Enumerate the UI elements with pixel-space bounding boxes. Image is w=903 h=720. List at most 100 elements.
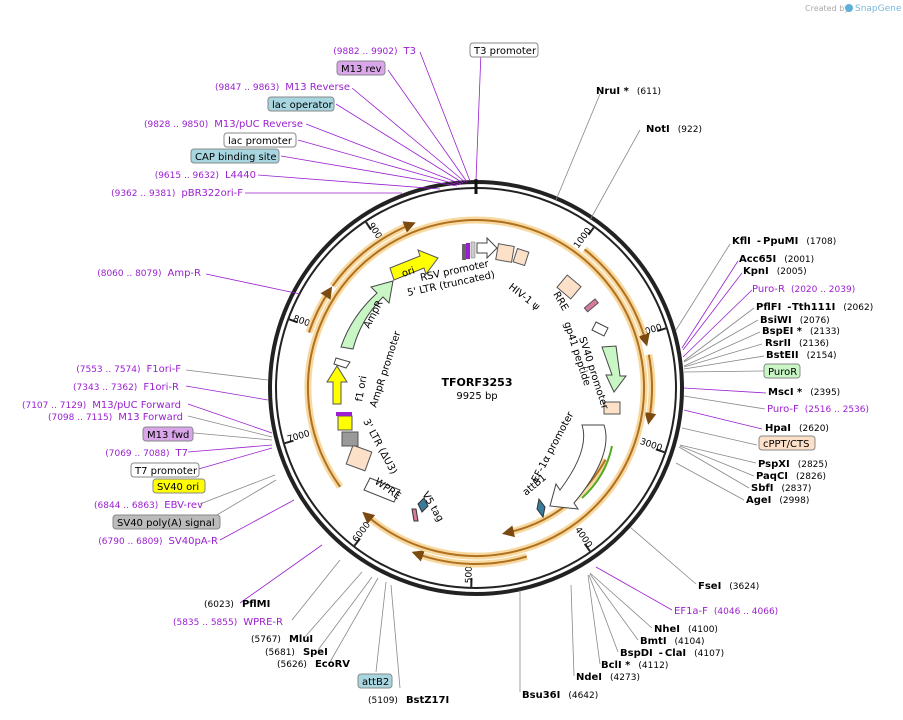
- primer-wpre-r[interactable]: (5835 .. 5855)WPRE-R: [173, 617, 283, 628]
- leader-line-38: [391, 585, 400, 688]
- primer-puro-f[interactable]: Puro-F(2516 .. 2536): [767, 404, 869, 415]
- m13-fwd-marks: [336, 412, 352, 416]
- cap-site-label[interactable]: CAP binding site: [195, 152, 277, 163]
- site-bsu36i[interactable]: Bsu36I(4642): [522, 690, 598, 701]
- tick-label-7000: 7000: [286, 429, 311, 445]
- leader-line-12: [676, 244, 730, 330]
- site-nrui[interactable]: NruI *(611): [596, 86, 661, 97]
- leader-line-2: [388, 70, 467, 182]
- lac-promoter-label[interactable]: lac promoter: [228, 136, 293, 147]
- puror-label[interactable]: PuroR: [768, 367, 797, 378]
- leader-line-40: [330, 578, 378, 662]
- site-paqci[interactable]: PaqCI(2826): [756, 471, 826, 482]
- primer-f1ori-f[interactable]: (7553 .. 7574)F1ori-F: [76, 364, 181, 375]
- site-kpni[interactable]: KpnI(2005): [743, 266, 807, 277]
- leader-line-48: [195, 448, 272, 470]
- primer-m13-forward[interactable]: (7098 .. 7115)M13 Forward: [48, 412, 183, 423]
- leader-line-4: [336, 104, 463, 183]
- site-agei[interactable]: AgeI(2998): [746, 495, 809, 506]
- cppt-label[interactable]: cPPT/CTS: [763, 439, 809, 450]
- leader-line-23: [684, 396, 765, 409]
- site-bcli[interactable]: BclI *(4112): [601, 660, 668, 671]
- leader-line-50: [183, 432, 272, 440]
- puror-arrow: [602, 346, 626, 392]
- site-nhei[interactable]: NheI(4100): [654, 624, 718, 635]
- snapgene-logo-icon: [845, 4, 853, 12]
- site-bsiwi[interactable]: BsiWI(2076): [760, 315, 830, 326]
- primer-l4440[interactable]: (9615 .. 9632)L4440: [155, 170, 256, 181]
- site-spei[interactable]: (5681)SpeI: [265, 647, 328, 658]
- site-noti[interactable]: NotI(922): [646, 124, 702, 135]
- primer-puro-r[interactable]: Puro-R(2020 .. 2039): [752, 284, 855, 295]
- site-kfli-ppumi[interactable]: KflI-PpuMI(1708): [732, 236, 836, 247]
- primer-ef1a-f[interactable]: EF1a-F(4046 .. 4066): [674, 606, 778, 617]
- hiv-psi-label: HIV-1 ψ: [506, 282, 542, 313]
- leader-line-21: [684, 371, 764, 372]
- tick-label-6000: 6000: [351, 520, 373, 544]
- t7-promoter-label[interactable]: T7 promoter: [134, 466, 198, 477]
- site-bspei[interactable]: BspEI *(2133): [762, 326, 840, 337]
- leader-line-20: [684, 356, 764, 369]
- leader-line-36: [571, 585, 574, 676]
- site-msci[interactable]: MscI *(2395): [768, 387, 840, 398]
- site-fsei[interactable]: FseI(3624): [698, 581, 759, 592]
- primer-t3[interactable]: (9882 .. 9902)T3: [333, 46, 416, 57]
- leader-line-42: [304, 572, 362, 638]
- primer-m13-puc-reverse[interactable]: (9828 .. 9850)M13/pUC Reverse: [144, 119, 303, 130]
- ltr5-box: [496, 244, 515, 263]
- plasmid-name: TFORF3253: [442, 376, 513, 389]
- m13-fwd-label[interactable]: M13 fwd: [147, 430, 189, 441]
- site-pflfi-tth111i[interactable]: PflFI-Tth111I(2062): [756, 302, 873, 313]
- tick-label-4000: 4000: [572, 525, 593, 550]
- leader-line-6: [298, 140, 459, 185]
- primer-pbr322ori-f[interactable]: (9362 .. 9381)pBR322ori-F: [111, 188, 243, 199]
- m13-rev-label[interactable]: M13 rev: [341, 64, 382, 75]
- leader-line-47: [200, 475, 275, 504]
- ef1a-promoter-label: EF-1α promoter: [530, 409, 577, 484]
- leader-line-22: [684, 388, 766, 393]
- primer-f1ori-r[interactable]: (7343 .. 7362)F1ori-R: [73, 382, 179, 393]
- primer-m13-puc-forward[interactable]: (7107 .. 7129)M13/pUC Forward: [22, 400, 181, 411]
- leader-line-30: [630, 527, 696, 584]
- t3-promoter-label[interactable]: T3 promoter: [473, 46, 537, 57]
- leader-line-3: [352, 88, 465, 182]
- site-acc65i[interactable]: Acc65I(2001): [739, 254, 814, 265]
- leader-line-25: [682, 428, 757, 445]
- site-hpai[interactable]: HpaI(2620): [765, 423, 829, 434]
- lac-operator-label[interactable]: lac operator: [272, 100, 333, 111]
- leader-line-14: [683, 273, 742, 350]
- hiv-box: [513, 248, 529, 265]
- plasmid-size: 9925 bp: [456, 391, 497, 402]
- leader-line-49: [188, 445, 272, 452]
- leader-line-43: [292, 560, 340, 620]
- site-rsrii[interactable]: RsrII(2136): [765, 338, 829, 349]
- site-bstz17i[interactable]: (5109)BstZ17I: [368, 695, 449, 706]
- site-bmti[interactable]: BmtI(4104): [640, 636, 704, 647]
- primer-ebv-rev[interactable]: (6844 .. 6863)EBV-rev: [94, 500, 203, 511]
- attb1-box: [537, 499, 545, 517]
- site-bspdi-clai[interactable]: BspDI-ClaI(4107): [620, 648, 724, 659]
- site-sbfi[interactable]: SbfI(2837): [751, 483, 811, 494]
- sv40-ori-box: [338, 416, 352, 430]
- sv40-ori-label[interactable]: SV40 ori: [157, 482, 199, 493]
- primer-amp-r[interactable]: (8060 .. 8079)Amp-R: [97, 268, 201, 279]
- primer-t7[interactable]: (7069 .. 7088)T7: [105, 448, 188, 459]
- leader-line-53: [186, 386, 268, 400]
- leader-line-52: [188, 404, 272, 433]
- site-pspxi[interactable]: PspXI(2825): [758, 459, 828, 470]
- site-ndei[interactable]: NdeI(4273): [576, 672, 640, 683]
- site-ecorv[interactable]: (5626)EcoRV: [277, 659, 350, 670]
- attb2-label[interactable]: attB2: [362, 677, 389, 688]
- tick-label-3000: 3000: [638, 437, 663, 454]
- leader-line-0: [476, 52, 481, 180]
- primer-sv40pa-r[interactable]: (6790 .. 6809)SV40pA-R: [98, 536, 218, 547]
- site-bsteii[interactable]: BstEII(2154): [766, 350, 837, 361]
- sv40-polya-box: [342, 432, 358, 446]
- primer-m13-reverse[interactable]: (9847 .. 9863)M13 Reverse: [215, 82, 350, 93]
- site-mlui[interactable]: (5767)MluI: [251, 634, 313, 645]
- sv40-polya-label[interactable]: SV40 poly(A) signal: [117, 518, 215, 529]
- created-by-text: Created by: [805, 4, 849, 13]
- leader-line-5: [306, 124, 461, 184]
- site-pflmi[interactable]: (6023)PflMI: [204, 599, 270, 610]
